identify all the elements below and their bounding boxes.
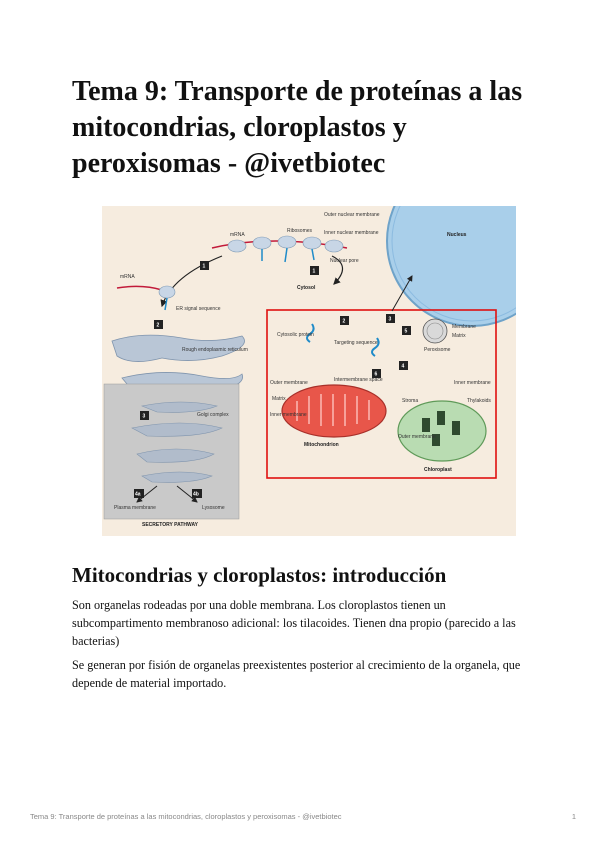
label-outer-membrane-chl: Outer membrane bbox=[398, 434, 436, 440]
label-targeting-sequence: Targeting sequence bbox=[334, 340, 378, 346]
label-stroma: Stroma bbox=[402, 398, 418, 404]
label-golgi: Golgi complex bbox=[197, 412, 229, 418]
label-outer-nuclear: Outer nuclear membrane bbox=[324, 212, 380, 218]
label-inner-nuclear: Inner nuclear membrane bbox=[324, 230, 379, 236]
label-inner-membrane-chl: Inner membrane bbox=[454, 380, 491, 386]
svg-text:1: 1 bbox=[203, 264, 206, 270]
label-matrix-perox: Matrix bbox=[452, 333, 466, 339]
label-peroxisome: Peroxisome bbox=[424, 347, 451, 353]
chloroplast-shape bbox=[397, 400, 487, 462]
label-chloroplast: Chloroplast bbox=[424, 467, 452, 473]
svg-text:4: 4 bbox=[402, 364, 405, 370]
paragraph-2: Se generan por fisión de organelas preex… bbox=[72, 658, 521, 690]
footer-text: Tema 9: Transporte de proteínas a las mi… bbox=[30, 812, 342, 821]
label-cytosol: Cytosol bbox=[297, 285, 316, 291]
peroxisome-shape bbox=[422, 318, 448, 344]
svg-text:1: 1 bbox=[313, 269, 316, 275]
label-mitochondrion: Mitochondrion bbox=[304, 442, 339, 448]
nucleus-shape bbox=[386, 206, 516, 327]
label-rough-er: Rough endoplasmic reticulum bbox=[182, 347, 248, 353]
label-membrane: Membrane bbox=[452, 324, 476, 330]
protein-sorting-figure: mRNA Ribosomes 1 1 Cytosol mRNA ER signa… bbox=[102, 206, 516, 536]
page-footer: Tema 9: Transporte de proteínas a las mi… bbox=[30, 812, 576, 821]
svg-text:4b: 4b bbox=[193, 492, 199, 498]
label-ribosomes: Ribosomes bbox=[287, 228, 313, 234]
svg-text:3: 3 bbox=[143, 414, 146, 420]
protein-sorting-diagram: mRNA Ribosomes 1 1 Cytosol mRNA ER signa… bbox=[102, 206, 516, 536]
svg-text:3: 3 bbox=[389, 317, 392, 323]
svg-text:2: 2 bbox=[343, 319, 346, 325]
paragraph-1: Son organelas rodeadas por una doble mem… bbox=[72, 598, 516, 648]
label-mrna-top: mRNA bbox=[230, 232, 245, 238]
label-nucleus: Nucleus bbox=[447, 232, 467, 238]
svg-text:5: 5 bbox=[405, 329, 408, 335]
label-plasma-membrane: Plasma membrane bbox=[114, 505, 156, 511]
highlight-box bbox=[266, 309, 497, 479]
svg-text:4a: 4a bbox=[135, 492, 141, 498]
label-cytosolic-protein: Cytosolic protein bbox=[277, 332, 314, 338]
label-outer-membrane: Outer membrane bbox=[270, 380, 308, 386]
label-intermembrane: Intermembrane space bbox=[334, 377, 383, 383]
label-nuclear-pore: Nuclear pore bbox=[330, 258, 359, 264]
label-thylakoids: Thylakoids bbox=[467, 398, 491, 404]
label-er-signal: ER signal sequence bbox=[176, 306, 221, 312]
page-number: 1 bbox=[571, 812, 576, 821]
svg-text:6: 6 bbox=[375, 372, 378, 378]
label-inner-membrane-mito: Inner membrane bbox=[270, 412, 307, 418]
section-heading: Mitocondrias y cloroplastos: introducció… bbox=[72, 563, 447, 587]
label-mrna-left: mRNA bbox=[120, 274, 135, 280]
page-title: Tema 9: Transporte de proteínas a las mi… bbox=[72, 76, 523, 179]
label-matrix-mito: Matrix bbox=[272, 396, 286, 402]
rough-er-shape bbox=[111, 334, 245, 362]
label-secretory-pathway: SECRETORY PATHWAY bbox=[142, 522, 199, 528]
svg-text:2: 2 bbox=[157, 323, 160, 329]
label-lysosome: Lysosome bbox=[202, 505, 225, 511]
